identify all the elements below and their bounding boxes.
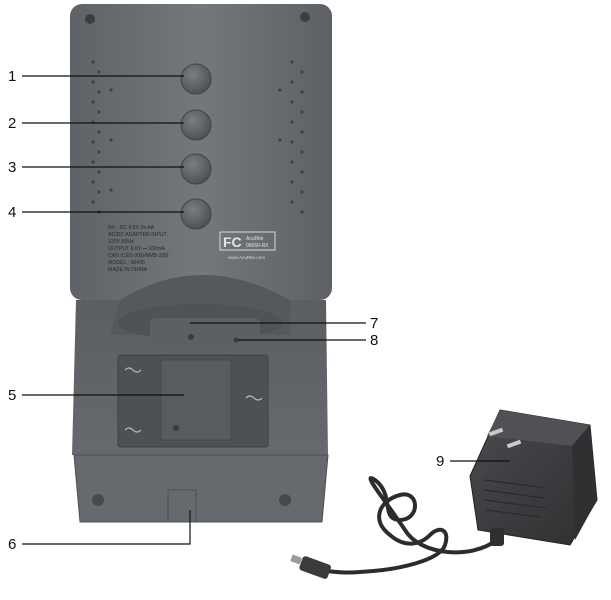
spec-line: RX : DC 4.5V 3x AA <box>108 225 155 231</box>
svg-text:RX : DC 4.5V 3x AA AC/: RX : DC 4.5V 3x AA AC/DC ADAPTER INPUT 1… <box>108 225 170 273</box>
callout-number-1: 1 <box>8 68 16 85</box>
battery-compartment <box>117 354 269 448</box>
adapter-side-face <box>572 425 597 540</box>
callouts: 1 2 3 4 5 6 7 8 9 <box>8 68 510 553</box>
button-3[interactable] <box>180 153 212 185</box>
button-4[interactable] <box>180 198 212 230</box>
screw-icon <box>173 425 179 431</box>
brand-name: AcuRite <box>246 236 264 242</box>
battery-spring-icon <box>245 395 263 401</box>
power-cord <box>313 476 499 575</box>
button-1[interactable] <box>180 63 212 95</box>
callout-number-2: 2 <box>8 115 16 132</box>
adapter-embossing <box>483 479 547 518</box>
fcc-mark: FC <box>223 234 242 250</box>
callout-number-4: 4 <box>8 204 16 221</box>
vent-holes-right <box>278 60 304 214</box>
spec-label: RX : DC 4.5V 3x AA AC/DC ADAPTER INPUT 1… <box>108 225 170 273</box>
spec-line: OUTPUT 6.0V ⎓ 100mA <box>108 246 165 252</box>
battery-spring-icon <box>124 367 142 373</box>
ac-adapter <box>290 409 598 579</box>
model-code: 06060-RX <box>246 243 269 249</box>
fcc-logo: FC AcuRite 06060-RX www.AcuRite.com <box>219 231 276 260</box>
spec-line: MADE IN CHINA <box>108 267 148 273</box>
foot-icon <box>92 494 104 506</box>
adapter-top-face <box>487 410 590 446</box>
vent-holes-left <box>91 60 113 214</box>
receiver-unit: RX : DC 4.5V 3x AA AC/DC ADAPTER INPUT 1… <box>70 4 332 300</box>
website: www.AcuRite.com <box>228 255 265 260</box>
receiver-back-panel <box>70 4 332 300</box>
callout-number-9: 9 <box>436 453 444 470</box>
screw-icon <box>300 12 310 22</box>
spec-line: MODEL : 00435 <box>108 260 145 266</box>
spec-line: 120V 60Hz <box>108 239 134 245</box>
dc-plug <box>290 554 331 579</box>
callout-number-5: 5 <box>8 387 16 404</box>
foot-icon <box>279 494 291 506</box>
stand-base <box>73 454 329 523</box>
screw-icon <box>85 14 95 24</box>
callout-number-8: 8 <box>370 332 378 349</box>
led-indicator <box>188 334 194 340</box>
callout-number-7: 7 <box>370 315 378 332</box>
plug-prong <box>506 439 522 449</box>
hinge-bar <box>150 318 260 344</box>
spec-line: AC/DC ADAPTER INPUT <box>108 232 168 238</box>
plug-prong <box>488 427 504 437</box>
callout-number-6: 6 <box>8 536 16 553</box>
battery-spring-icon <box>124 427 142 433</box>
spec-line: CAN ICES-3(B)/NMB-3(B) <box>108 253 169 259</box>
callout-line-6 <box>22 510 191 545</box>
strain-relief <box>490 528 504 546</box>
reset-hole <box>233 337 239 343</box>
callout-number-3: 3 <box>8 159 16 176</box>
stand <box>72 275 329 523</box>
button-2[interactable] <box>180 109 212 141</box>
